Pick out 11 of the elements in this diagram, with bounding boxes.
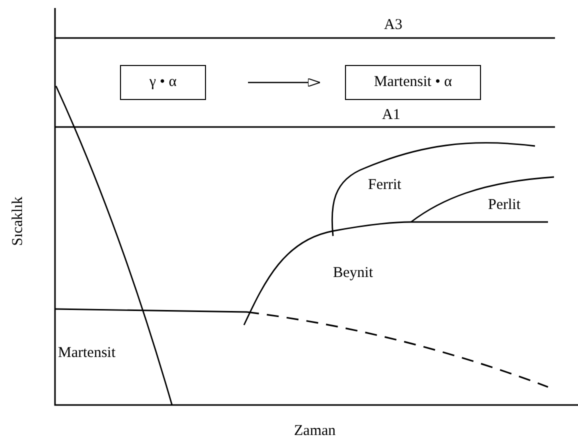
axis-label: Sıcaklık [8, 196, 27, 248]
region-label: Perlit [488, 196, 520, 215]
axis-label: Zaman [294, 422, 336, 441]
region-label: Ferrit [368, 176, 402, 195]
phase-box: Martensit • α [345, 65, 481, 100]
region-label: Martensit [58, 344, 116, 363]
region-label: A3 [384, 16, 402, 35]
region-label: Beynit [333, 264, 373, 283]
phase-box: γ • α [120, 65, 206, 100]
region-label: A1 [382, 106, 400, 125]
arrow [248, 78, 320, 87]
